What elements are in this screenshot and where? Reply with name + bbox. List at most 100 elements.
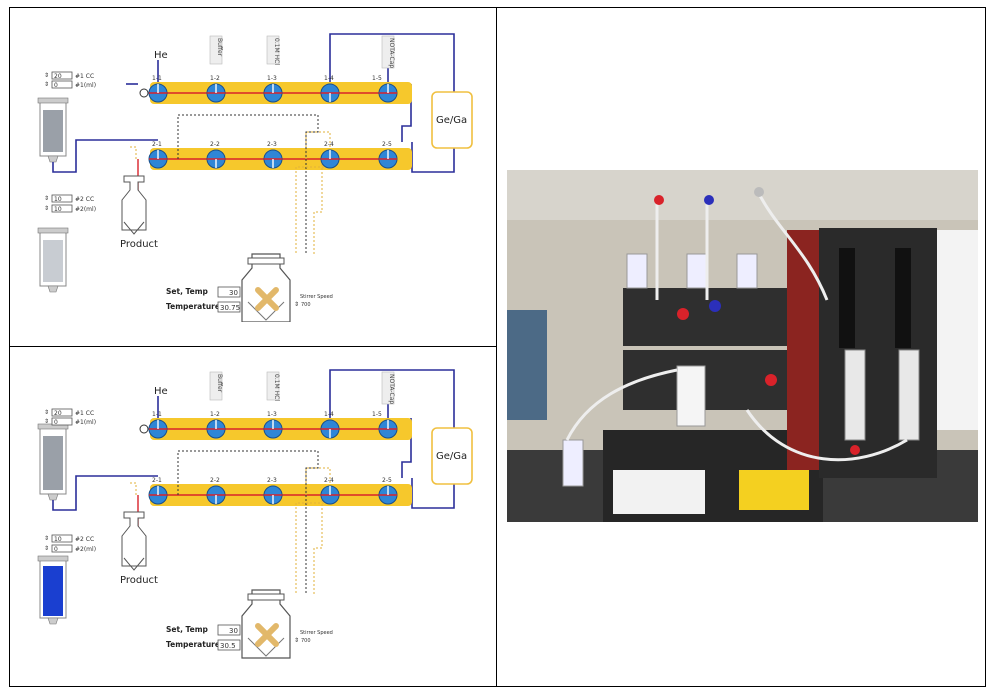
module-lower — [623, 350, 793, 410]
svg-text:2-4: 2-4 — [324, 477, 334, 484]
valve-1-2[interactable] — [206, 83, 226, 103]
svg-text:1-1: 1-1 — [152, 411, 162, 418]
valves-row-2 — [148, 149, 398, 169]
svg-text:Buffer: Buffer — [216, 38, 223, 57]
reagent-hcl-vial: 0.1M HCl — [266, 371, 280, 401]
valves-row-2 — [148, 485, 398, 505]
valve-labels-row-2: 2-1 2-2 2-3 2-4 2-5 — [152, 477, 392, 484]
valves-row-1 — [148, 83, 398, 103]
valve-labels-row-1: 1-1 1-2 1-3 1-4 1-5 — [152, 411, 382, 418]
syringe-2-cc-value: 10 — [54, 196, 62, 203]
device-photo-illustration — [507, 170, 978, 522]
stirrer-speed-label: Stirrer Speed — [300, 294, 333, 300]
syringe-1[interactable] — [37, 423, 69, 501]
valve-1-3[interactable] — [263, 83, 283, 103]
svg-text:1-5: 1-5 — [372, 411, 382, 418]
svg-text:2-1: 2-1 — [152, 477, 162, 484]
valve-1-4[interactable] — [320, 83, 340, 103]
syringe-2-ml-value: 10 — [54, 206, 62, 213]
ge-ga-generator[interactable]: Ge/Ga — [431, 91, 473, 149]
svg-text:⇕: ⇕ — [44, 205, 49, 212]
syringe-1-readouts: ⇕ 20 #1 CC ⇕ 0 #1(ml) — [44, 71, 96, 89]
valve-1-5[interactable] — [378, 83, 398, 103]
valve-labels-row-1: 1-1 1-2 1-3 1-4 1-5 — [152, 75, 382, 82]
valve-2-5[interactable] — [378, 149, 398, 169]
product-vial[interactable] — [121, 175, 147, 235]
svg-text:⇕: ⇕ — [44, 81, 49, 88]
valve-1-5[interactable] — [378, 419, 398, 439]
syringe-left — [844, 349, 866, 441]
svg-text:2-2: 2-2 — [210, 141, 220, 148]
reagent-buffer-vial: Buffer — [209, 35, 223, 65]
reagent-he: He — [154, 50, 168, 61]
temperature-label: Temperature — [166, 302, 220, 311]
svg-text:⇕: ⇕ — [294, 637, 299, 644]
svg-text:⇕: ⇕ — [44, 545, 49, 552]
syringe-1[interactable] — [37, 97, 69, 163]
cell-divider-horizontal — [9, 346, 497, 347]
svg-text:1-2: 1-2 — [210, 75, 220, 82]
stirrer-speed-value: 700 — [301, 302, 311, 308]
reactor-vessel[interactable] — [241, 589, 291, 659]
valve-1-1[interactable] — [148, 419, 168, 439]
svg-text:2-3: 2-3 — [267, 477, 277, 484]
valve-2-4[interactable] — [320, 149, 340, 169]
svg-text:#1 CC: #1 CC — [75, 410, 94, 417]
svg-text:1-5: 1-5 — [372, 75, 382, 82]
schematic-panel-bottom: ⇕ 20 #1 CC ⇕ 0 #1(ml) ⇕ 10 #2 CC ⇕ 0 #2(… — [18, 362, 488, 662]
svg-text:1-1: 1-1 — [152, 75, 162, 82]
tubing-photo — [565, 189, 908, 462]
monitor — [507, 310, 547, 420]
red-housing — [787, 230, 823, 470]
device-photo — [507, 170, 978, 522]
valve-2-3[interactable] — [263, 485, 283, 505]
cell-divider-vertical — [496, 7, 497, 687]
svg-text:Buffer: Buffer — [216, 374, 223, 393]
valve-2-3[interactable] — [263, 149, 283, 169]
svg-text:⇕: ⇕ — [294, 301, 299, 308]
product-vial[interactable] — [121, 511, 147, 571]
valve-2-1[interactable] — [148, 149, 168, 169]
svg-text:0.1M HCl: 0.1M HCl — [273, 38, 280, 65]
reagent-buffer-vial: Buffer — [209, 371, 223, 401]
syringe-right — [898, 349, 920, 441]
syringe-2[interactable] — [37, 227, 69, 293]
schematic-panel-top: ⇕ 20 #1 CC ⇕ 0 #1(ml) ⇕ 10 #2 CC ⇕ 10 #2… — [18, 22, 488, 322]
svg-text:1-2: 1-2 — [210, 411, 220, 418]
svg-text:NOTA-Cap: NOTA-Cap — [388, 374, 395, 404]
svg-text:1-3: 1-3 — [267, 411, 277, 418]
syringe-2[interactable] — [37, 555, 69, 625]
svg-text:2-4: 2-4 — [324, 141, 334, 148]
reaction-vial — [676, 365, 706, 427]
product-vial-photo — [562, 439, 584, 487]
schematic-top: ⇕ 20 #1 CC ⇕ 0 #1(ml) ⇕ 10 #2 CC ⇕ 10 #2… — [37, 33, 473, 322]
reagent-nota-vial: NOTA-Cap — [381, 35, 395, 68]
svg-text:⇕: ⇕ — [44, 418, 49, 425]
valve-1-2[interactable] — [206, 419, 226, 439]
reagent-he: He — [154, 386, 168, 397]
syringe-1-ml-unit: #1(ml) — [75, 82, 96, 89]
svg-text:0: 0 — [54, 546, 58, 553]
valve-labels-row-2: 2-1 2-2 2-3 2-4 2-5 — [152, 141, 392, 148]
tubing-dotted — [130, 450, 331, 594]
product-label: Product — [120, 239, 158, 250]
syringe-2-readouts: ⇕ 10 #2 CC ⇕ 0 #2(ml) — [44, 534, 96, 553]
valve-2-4[interactable] — [320, 485, 340, 505]
valve-2-1[interactable] — [148, 485, 168, 505]
valve-2-2[interactable] — [206, 149, 226, 169]
product-label: Product — [120, 575, 158, 586]
valve-1-3[interactable] — [263, 419, 283, 439]
svg-text:Ge/Ga: Ge/Ga — [436, 115, 467, 126]
set-temp-input[interactable] — [217, 286, 241, 298]
reactor-vessel[interactable] — [241, 253, 291, 322]
syringe-1-cc-unit: #1 CC — [75, 73, 94, 80]
valve-2-2[interactable] — [206, 485, 226, 505]
svg-text:2-3: 2-3 — [267, 141, 277, 148]
set-temp-input[interactable] — [217, 624, 241, 636]
valve-2-5[interactable] — [378, 485, 398, 505]
valve-1-1[interactable] — [148, 83, 168, 103]
inlet-port — [139, 424, 149, 434]
ge-ga-generator[interactable]: Ge/Ga — [431, 427, 473, 485]
warning-label — [739, 470, 809, 510]
valve-1-4[interactable] — [320, 419, 340, 439]
